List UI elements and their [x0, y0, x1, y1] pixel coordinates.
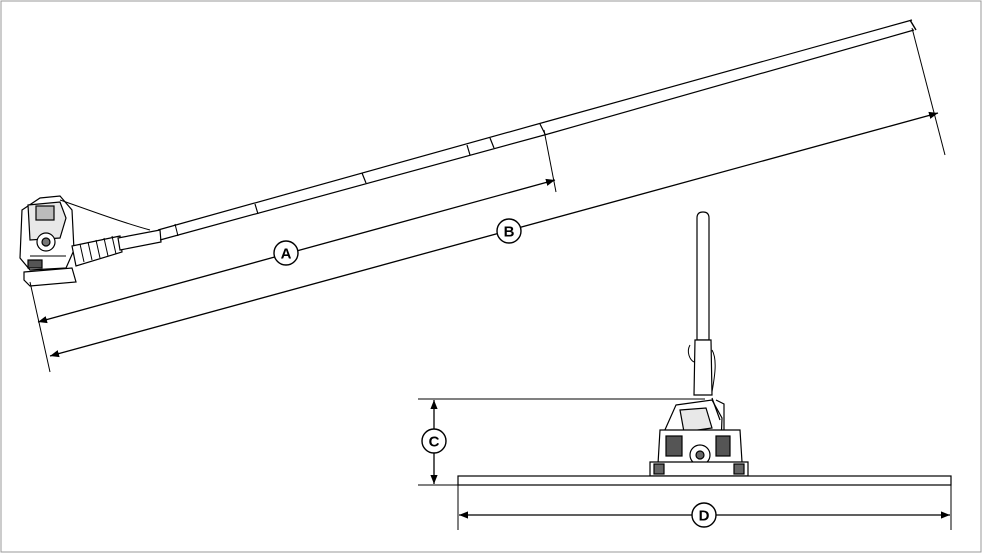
label-c-circle: [421, 428, 447, 454]
label-c: C: [429, 434, 440, 451]
extension-lines-ab: [29, 27, 946, 373]
dimension-c: C: [418, 398, 705, 486]
label-d: D: [699, 508, 710, 525]
base-plate: [457, 475, 952, 486]
vertical-pole: [696, 211, 710, 341]
label-a: A: [281, 246, 292, 263]
shaft-bellows: [71, 229, 162, 267]
pole-pruner-transport: [649, 211, 749, 477]
pole-pruner-extended: [19, 19, 917, 287]
dimension-b: B: [49, 111, 939, 358]
engine-unit-compact: [649, 397, 749, 477]
telescopic-pole: [157, 19, 917, 241]
dimension-d: D: [457, 485, 952, 530]
label-b-circle: [496, 218, 522, 244]
label-d-circle: [691, 502, 717, 528]
label-b: B: [504, 224, 515, 241]
